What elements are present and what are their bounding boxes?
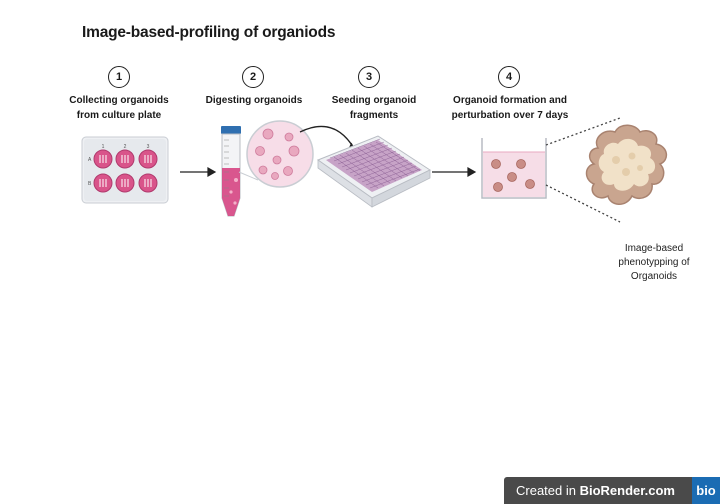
step-4-label: Organoid formation and perturbation over… xyxy=(451,95,569,121)
conical-tube-illustration xyxy=(221,126,241,217)
culture-plate-illustration: 1 2 3 A B xyxy=(81,136,169,204)
multiwell-plate-illustration xyxy=(316,135,432,208)
digest-magnifier-illustration xyxy=(238,120,314,188)
step-2-label: Digesting organoids xyxy=(205,95,303,106)
arrow-3 xyxy=(432,166,477,178)
badge-prefix: Created in xyxy=(516,483,580,498)
diagram-title: Image-based-profiling of organiods xyxy=(82,24,336,41)
step-1-number: 1 xyxy=(108,66,130,88)
plate-col-2: 2 xyxy=(124,144,127,150)
step-1-label: Collecting organoids from culture plate xyxy=(69,95,169,121)
biorender-badge[interactable]: Created in BioRender.com bio xyxy=(504,477,720,504)
plate-col-3: 3 xyxy=(147,144,150,150)
zoom-lines xyxy=(545,117,621,223)
step-4-number: 4 xyxy=(498,66,520,88)
biorender-logo: bio xyxy=(692,477,720,504)
plate-row-b: B xyxy=(88,181,92,187)
step-2-number: 2 xyxy=(242,66,264,88)
plate-col-1: 1 xyxy=(102,144,105,150)
plate-row-a: A xyxy=(88,157,92,163)
arrow-1 xyxy=(180,166,217,178)
organoid-closeup-illustration xyxy=(585,124,668,205)
step-3-number: 3 xyxy=(358,66,380,88)
step-3-label: Seeding organoid fragments xyxy=(331,95,417,121)
badge-brand: BioRender.com xyxy=(579,483,675,498)
organoid-well-illustration xyxy=(481,138,547,199)
phenotyping-caption: Image-based phenotypping of Organoids xyxy=(618,243,690,282)
badge-text: Created in BioRender.com xyxy=(516,477,675,504)
